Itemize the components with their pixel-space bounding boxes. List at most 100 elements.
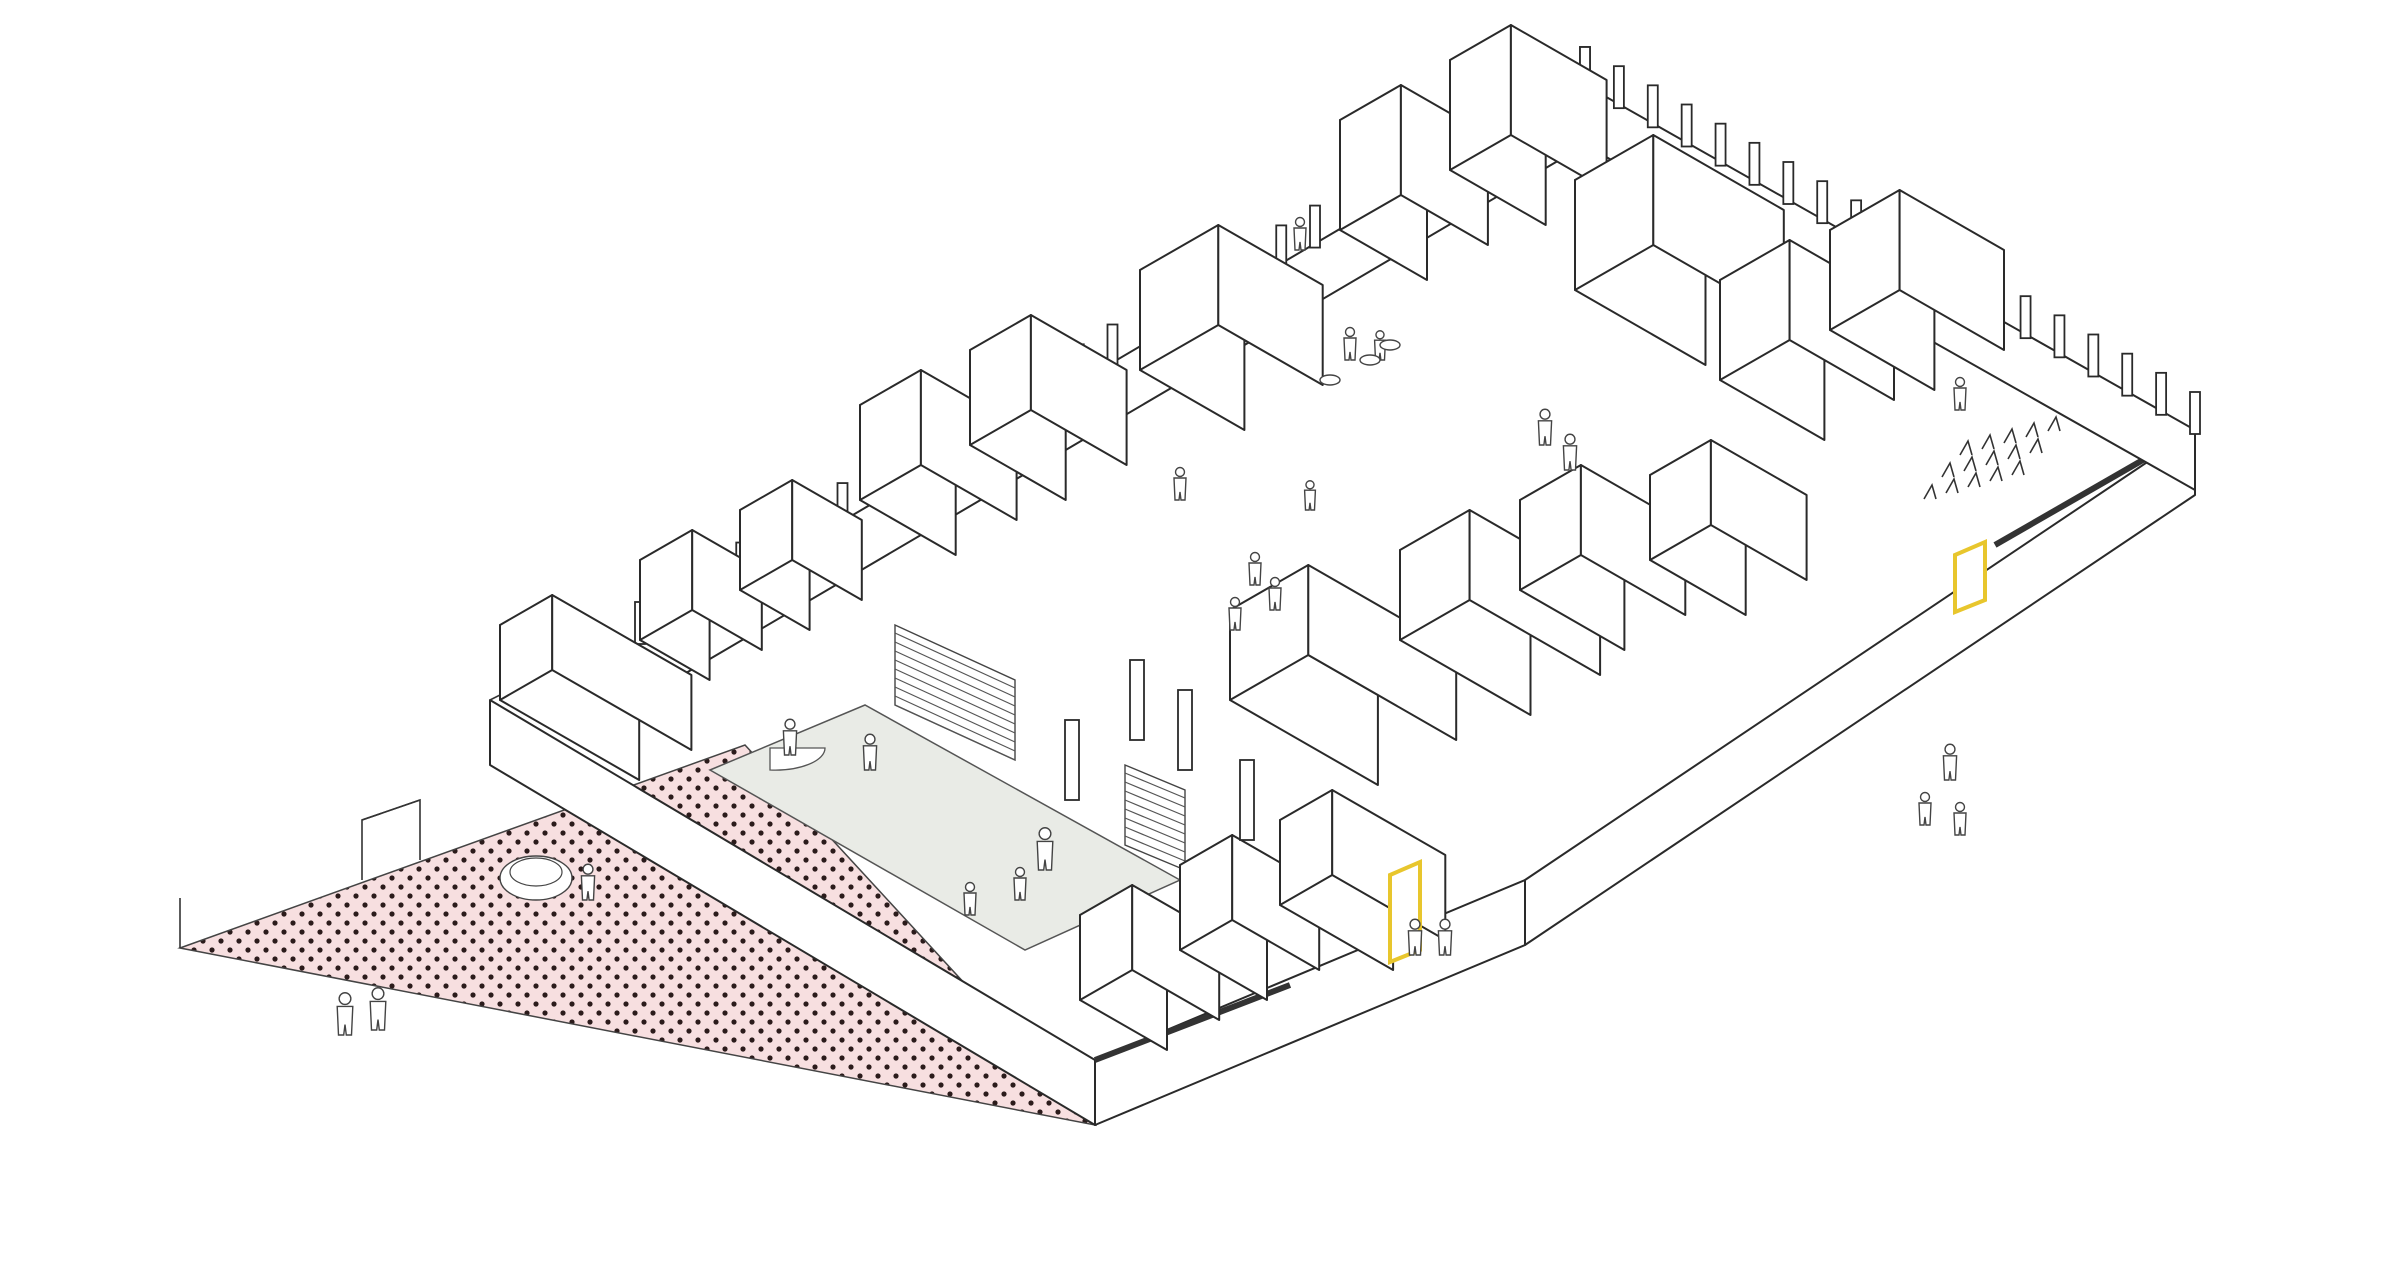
room-right-b-right: [1898, 189, 2005, 351]
round-table-0: [1319, 374, 1341, 386]
slat-lower: [1124, 781, 1186, 808]
rear-right-wall-post: [2019, 295, 2032, 340]
slat-lower: [1124, 835, 1186, 862]
person-6-head: [1014, 866, 1026, 878]
room-front-c: [1519, 464, 1687, 651]
rear-right-wall-post: [1782, 161, 1795, 205]
pillar-2: [1064, 719, 1080, 801]
room-wc-a-right: [691, 529, 763, 651]
room-block-a: [859, 369, 1018, 556]
person-11: [1562, 433, 1578, 471]
person-10-body: [1537, 420, 1553, 446]
figure-circle: [499, 855, 573, 901]
person-10: [1537, 408, 1553, 446]
person-20-body: [1918, 802, 1932, 826]
classroom-chair: [1985, 448, 1999, 466]
person-4: [862, 733, 878, 771]
rear-right-wall-post: [1680, 103, 1693, 148]
person-0-head: [338, 992, 352, 1006]
classroom-chair: [2007, 442, 2021, 460]
slat-upper: [894, 668, 1016, 725]
pillar-0: [1129, 659, 1145, 741]
person-22-body: [1303, 489, 1317, 511]
classroom-chair: [2047, 414, 2061, 432]
slat-upper: [894, 632, 1016, 689]
slat-lower: [1124, 799, 1186, 826]
room-hall-right: [1574, 134, 1785, 366]
person-17: [1437, 918, 1453, 956]
person-21: [1953, 801, 1967, 836]
person-18-body: [1953, 387, 1967, 411]
person-8: [1293, 216, 1307, 251]
slat-upper: [894, 686, 1016, 743]
person-16-body: [1407, 930, 1423, 956]
person-5-head: [1038, 827, 1052, 841]
person-1-head: [371, 987, 385, 1001]
person-18-head: [1954, 376, 1966, 388]
slat-upper: [894, 641, 1016, 698]
room-block-b-right: [1029, 314, 1128, 466]
room-block-b: [969, 314, 1128, 501]
person-6: [1013, 866, 1027, 901]
slat-lower: [1124, 817, 1186, 844]
rear-right-wall-post: [1748, 141, 1761, 186]
person-0-body: [336, 1005, 354, 1036]
person-21-head: [1954, 801, 1966, 813]
person-14: [1268, 576, 1282, 611]
person-6-body: [1013, 877, 1027, 901]
person-4-body: [862, 745, 878, 771]
person-19-head: [1944, 743, 1956, 755]
person-12-head: [1174, 466, 1186, 478]
room-front-small-c: [1279, 789, 1447, 971]
person-11-head: [1564, 433, 1576, 445]
classroom-chair: [1941, 460, 1955, 478]
goal-frame: [361, 798, 421, 880]
rear-left-wall-post: [1309, 204, 1321, 249]
people-figures: [336, 216, 2061, 1036]
person-13: [1248, 551, 1262, 586]
slat-upper: [894, 704, 1016, 761]
rear-right-wall-post: [2155, 371, 2168, 416]
room-wc-b: [739, 479, 863, 631]
room-classroom-a-right: [1217, 224, 1324, 386]
room-front-small-b: [1179, 834, 1321, 1001]
rear-right-wall-post: [1646, 84, 1659, 129]
person-22: [1303, 480, 1317, 511]
rear-right-wall-post: [1714, 122, 1727, 167]
person-18: [1953, 376, 1967, 411]
room-front-d: [1649, 439, 1808, 616]
person-7-body: [963, 892, 977, 916]
slat-upper: [894, 677, 1016, 734]
person-8-head: [1294, 216, 1306, 228]
slat-lower: [1124, 772, 1186, 799]
classroom-chair: [2003, 426, 2017, 444]
person-2: [580, 863, 596, 901]
person-23-head: [1375, 330, 1385, 340]
rear-right-wall-post: [1612, 65, 1625, 110]
classroom-chair: [1963, 454, 1977, 472]
person-2-body: [580, 875, 596, 901]
slat-lower: [1124, 826, 1186, 853]
person-20-head: [1919, 791, 1931, 803]
person-1-body: [369, 1000, 387, 1031]
person-17-body: [1437, 930, 1453, 956]
rear-right-wall-post: [2053, 314, 2066, 359]
room-classroom-c: [1449, 24, 1608, 226]
room-wc-b-right: [791, 479, 863, 601]
room-right-b: [1829, 189, 2005, 391]
slat-upper: [894, 650, 1016, 707]
interior-rooms: [499, 24, 2005, 1051]
room-front-small-a: [1079, 884, 1221, 1051]
person-3-body: [782, 730, 798, 756]
classroom-chair: [1959, 438, 1973, 456]
classroom-chair: [2025, 420, 2039, 438]
person-22-head: [1305, 480, 1315, 490]
person-13-body: [1248, 562, 1262, 586]
slat-upper: [894, 695, 1016, 752]
courtyard-pillars: [1064, 659, 1255, 841]
classroom-chair: [1945, 476, 1959, 494]
person-17-head: [1439, 918, 1451, 930]
slat-lower: [1124, 790, 1186, 817]
